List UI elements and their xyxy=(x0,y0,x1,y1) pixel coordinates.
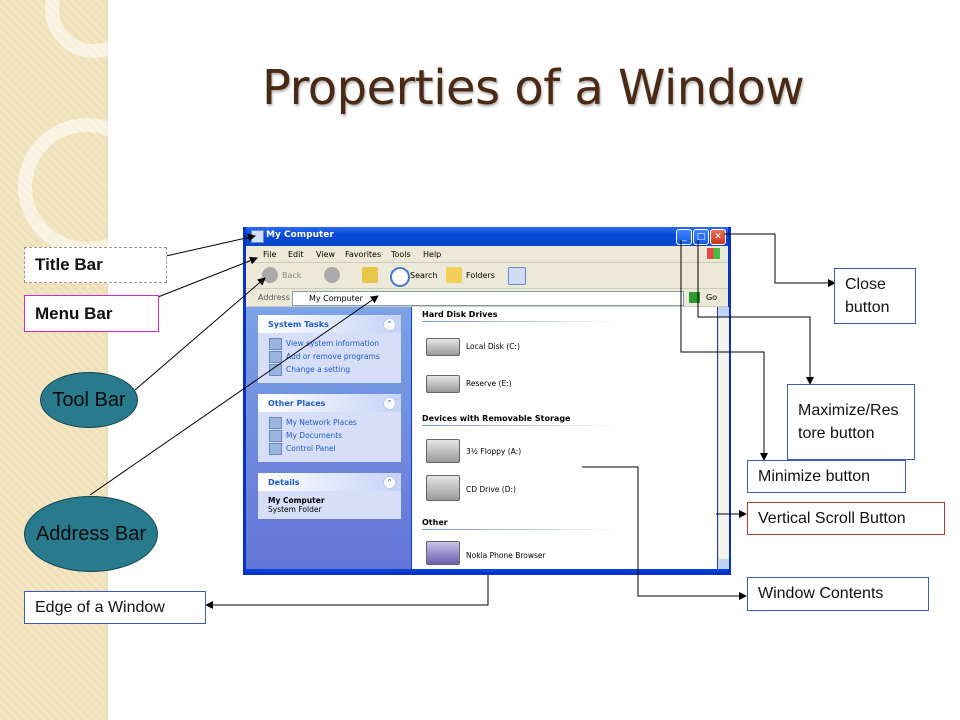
window-contents-callout: Window Contents xyxy=(747,577,929,611)
forward-arrow-icon[interactable] xyxy=(324,267,340,283)
search-button[interactable]: Search xyxy=(410,271,438,280)
go-button[interactable]: Go xyxy=(706,293,718,302)
control-panel-icon xyxy=(269,443,282,455)
windows-logo-icon xyxy=(707,248,720,259)
drive-label[interactable]: 3½ Floppy (A:) xyxy=(466,447,522,456)
menu-view[interactable]: View xyxy=(316,250,335,259)
address-input[interactable]: My Computer xyxy=(292,291,684,306)
close-button-callout: Close button xyxy=(834,268,916,324)
maximize-button[interactable]: □ xyxy=(693,229,709,245)
details-desc: System Folder xyxy=(268,505,322,514)
floppy-drive-icon[interactable] xyxy=(426,439,460,463)
go-arrow-icon[interactable] xyxy=(689,292,700,303)
menu-edit[interactable]: Edit xyxy=(288,250,304,259)
hard-disk-icon[interactable] xyxy=(426,375,460,393)
address-bar-callout: Address Bar xyxy=(24,496,158,572)
page-title: Properties of a Window xyxy=(262,60,805,116)
menu-bar-callout: Menu Bar xyxy=(24,295,159,332)
other-places-title[interactable]: Other Places xyxy=(268,399,326,408)
section-heading: Devices with Removable Storage xyxy=(422,414,571,423)
address-value: My Computer xyxy=(309,294,363,303)
tool-bar-callout: Tool Bar xyxy=(40,372,138,428)
menu-tools[interactable]: Tools xyxy=(391,250,411,259)
details-panel: Details ⌃ My Computer System Folder xyxy=(258,473,401,519)
xp-window: My Computer _ □ ✕ File Edit View Favorit… xyxy=(243,227,731,575)
network-icon xyxy=(269,417,282,429)
collapse-chevron-icon[interactable]: ⌃ xyxy=(383,476,396,489)
folders-icon[interactable] xyxy=(446,267,462,283)
details-title[interactable]: Details xyxy=(268,478,300,487)
minimize-button-label: Minimize button xyxy=(758,467,871,485)
section-heading: Other xyxy=(422,518,448,527)
title-bar-callout: Title Bar xyxy=(24,247,167,283)
back-arrow-icon[interactable] xyxy=(262,267,278,283)
place-link[interactable]: My Documents xyxy=(286,431,343,440)
section-heading: Hard Disk Drives xyxy=(422,310,498,319)
collapse-chevron-icon[interactable]: ⌃ xyxy=(383,318,396,331)
edge-of-window-label: Edge of a Window xyxy=(35,598,165,616)
close-button-label-line1: Close xyxy=(845,276,886,293)
system-tasks-panel: System Tasks ⌃ View system information Ad… xyxy=(258,315,401,383)
up-folder-icon[interactable] xyxy=(362,267,378,283)
documents-icon xyxy=(269,430,282,442)
programs-icon xyxy=(269,351,282,363)
computer-icon xyxy=(251,230,264,243)
window-title-bar[interactable]: My Computer _ □ ✕ xyxy=(246,227,728,246)
section-divider xyxy=(422,529,622,530)
close-button[interactable]: ✕ xyxy=(710,229,726,245)
window-contents-label: Window Contents xyxy=(758,585,884,602)
vertical-scroll-label: Vertical Scroll Button xyxy=(758,509,906,527)
decorative-ring xyxy=(18,118,156,256)
details-name: My Computer xyxy=(268,496,325,505)
minimize-button-callout: Minimize button xyxy=(747,460,906,493)
address-bar-label: Address Bar xyxy=(35,522,147,545)
address-bar: Address My Computer Go xyxy=(246,289,728,307)
task-link[interactable]: Add or remove programs xyxy=(286,352,380,361)
scroll-up-arrow-icon[interactable] xyxy=(719,307,729,317)
task-link[interactable]: View system information xyxy=(286,339,379,348)
menu-file[interactable]: File xyxy=(263,250,277,259)
tool-bar: Back Search Folders xyxy=(246,263,728,289)
section-divider xyxy=(422,425,622,426)
maximize-button-label-line1: Maximize/Res xyxy=(798,402,899,419)
place-link[interactable]: My Network Places xyxy=(286,418,357,427)
collapse-chevron-icon[interactable]: ⌃ xyxy=(383,397,396,410)
cd-drive-icon[interactable] xyxy=(426,475,460,501)
close-button-label-line2: button xyxy=(845,299,890,316)
place-link[interactable]: Control Panel xyxy=(286,444,336,453)
hard-disk-icon[interactable] xyxy=(426,338,460,356)
edge-of-window-callout: Edge of a Window xyxy=(24,591,206,624)
task-pane: System Tasks ⌃ View system information Ad… xyxy=(246,307,411,569)
menu-help[interactable]: Help xyxy=(423,250,442,259)
menu-bar-label: Menu Bar xyxy=(35,303,113,323)
vertical-scroll-callout: Vertical Scroll Button xyxy=(747,502,945,535)
maximize-button-callout: Maximize/Res tore button xyxy=(787,384,915,460)
minimize-button[interactable]: _ xyxy=(676,229,692,245)
other-places-panel: Other Places ⌃ My Network Places My Docum… xyxy=(258,394,401,462)
views-icon[interactable] xyxy=(508,267,526,285)
address-label: Address xyxy=(258,293,290,302)
section-divider xyxy=(422,321,622,322)
maximize-button-label-line2: tore button xyxy=(798,425,875,442)
tool-bar-label: Tool Bar xyxy=(52,388,126,411)
menu-bar: File Edit View Favorites Tools Help xyxy=(246,246,728,263)
window-contents: Hard Disk Drives Local Disk (C:) Reserve… xyxy=(412,307,717,569)
task-link[interactable]: Change a setting xyxy=(286,365,351,374)
folders-button[interactable]: Folders xyxy=(466,271,495,280)
title-bar-label: Title Bar xyxy=(35,255,103,274)
info-icon xyxy=(269,338,282,350)
search-icon[interactable] xyxy=(390,267,410,287)
window-title: My Computer xyxy=(266,230,334,240)
back-label[interactable]: Back xyxy=(282,271,302,280)
device-label[interactable]: Nokia Phone Browser xyxy=(466,551,546,560)
settings-icon xyxy=(269,364,282,376)
drive-label[interactable]: Local Disk (C:) xyxy=(466,342,520,351)
drive-label[interactable]: Reserve (E:) xyxy=(466,379,512,388)
system-tasks-title[interactable]: System Tasks xyxy=(268,320,329,329)
menu-favorites[interactable]: Favorites xyxy=(345,250,382,259)
vertical-scrollbar[interactable] xyxy=(718,307,729,569)
drive-label[interactable]: CD Drive (D:) xyxy=(466,485,516,494)
scroll-down-arrow-icon[interactable] xyxy=(719,559,729,569)
phone-browser-icon[interactable] xyxy=(426,541,460,565)
